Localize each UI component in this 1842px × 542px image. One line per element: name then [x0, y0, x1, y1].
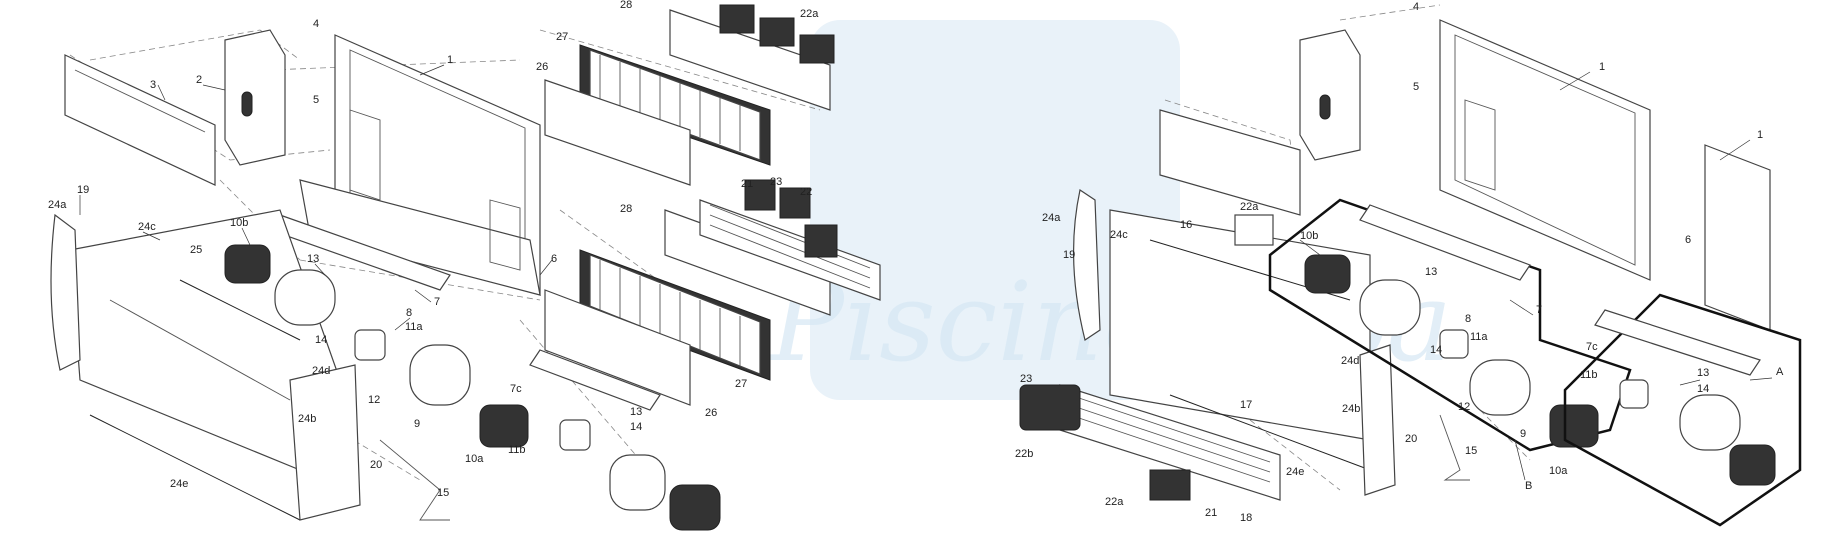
label-23: 23: [770, 176, 782, 188]
label-r23: 23: [1020, 373, 1032, 385]
label-r4: 4: [1413, 1, 1419, 13]
label-r8: 8: [1465, 313, 1471, 325]
label-11a: 11a: [405, 321, 423, 333]
label-r13b: 13: [1697, 367, 1709, 379]
label-13: 13: [307, 253, 319, 265]
label-r15: 15: [1465, 445, 1477, 457]
label-24b: 24b: [298, 413, 316, 425]
label-24d: 24d: [312, 365, 330, 377]
label-26b: 26: [705, 407, 717, 419]
label-12: 12: [368, 394, 380, 406]
label-r22b: 22b: [1015, 448, 1033, 460]
label-r24d: 24d: [1341, 355, 1359, 367]
coil-upper: [579, 44, 771, 166]
label-r14b: 14: [1697, 383, 1709, 395]
label-r11b: 11b: [1580, 369, 1598, 381]
label-9: 9: [414, 418, 420, 430]
label-r22a-b: 22a: [1105, 496, 1124, 508]
label-r24a: 24a: [1042, 212, 1061, 224]
coil-lower: [579, 249, 771, 381]
label-r21: 21: [1205, 507, 1217, 519]
label-r24b: 24b: [1342, 403, 1360, 415]
label-r24c: 24c: [1110, 229, 1128, 241]
label-r13: 13: [1425, 266, 1437, 278]
label-7: 7: [434, 296, 440, 308]
label-22a: 22a: [800, 8, 819, 20]
label-r24e: 24e: [1286, 466, 1304, 478]
left-assembly: 3 2 4 5 1 6 7 7c 8 9 10a 10b 11a 11b 12 …: [48, 0, 881, 531]
label-r17: 17: [1240, 399, 1252, 411]
label-20: 20: [370, 459, 382, 471]
label-14b: 14: [630, 421, 642, 433]
right-labels: 1 1 4 5 6 7 7c 8 9 10a 10b 11a 11b 12 13…: [1015, 1, 1784, 524]
label-8: 8: [406, 307, 412, 319]
label-14: 14: [315, 334, 327, 346]
label-27b: 27: [735, 378, 747, 390]
label-r1b: 1: [1757, 129, 1763, 141]
label-r6: 6: [1685, 234, 1691, 246]
label-25: 25: [190, 244, 202, 256]
label-7c: 7c: [510, 383, 522, 395]
right-assembly: 1 1 4 5 6 7 7c 8 9 10a 10b 11a 11b 12 13…: [1015, 1, 1802, 527]
label-r5: 5: [1413, 81, 1419, 93]
label-28b: 28: [620, 203, 632, 215]
label-4: 4: [313, 18, 319, 30]
label-3: 3: [150, 79, 156, 91]
label-19: 19: [77, 184, 89, 196]
label-r14: 14: [1430, 344, 1442, 356]
label-22: 22: [800, 186, 812, 198]
label-11b: 11b: [508, 444, 526, 456]
label-28: 28: [620, 0, 632, 11]
label-26: 26: [536, 61, 548, 73]
label-r22a: 22a: [1240, 201, 1259, 213]
label-rA: A: [1776, 366, 1784, 378]
label-r10b: 10b: [1300, 230, 1318, 242]
label-13b: 13: [630, 406, 642, 418]
label-r19: 19: [1063, 249, 1075, 261]
label-27: 27: [556, 31, 568, 43]
label-r10a: 10a: [1549, 465, 1568, 477]
label-r16: 16: [1180, 219, 1192, 231]
label-r7: 7: [1536, 304, 1542, 316]
label-6: 6: [551, 253, 557, 265]
label-r11a: 11a: [1470, 331, 1488, 343]
label-r1: 1: [1599, 61, 1605, 73]
label-r7c: 7c: [1586, 341, 1598, 353]
label-24a: 24a: [48, 199, 67, 211]
label-5: 5: [313, 94, 319, 106]
label-r12: 12: [1458, 401, 1470, 413]
label-r20: 20: [1405, 433, 1417, 445]
label-10b: 10b: [230, 217, 248, 229]
left-labels: 3 2 4 5 1 6 7 7c 8 9 10a 10b 11a 11b 12 …: [48, 0, 819, 499]
label-24c: 24c: [138, 221, 156, 233]
label-2: 2: [196, 74, 202, 86]
label-1: 1: [447, 54, 453, 66]
label-24e: 24e: [170, 478, 188, 490]
label-10a: 10a: [465, 453, 484, 465]
label-21: 21: [741, 178, 753, 190]
label-15: 15: [437, 487, 449, 499]
label-r18: 18: [1240, 512, 1252, 524]
label-rB: B: [1525, 480, 1532, 492]
label-r9: 9: [1520, 428, 1526, 440]
